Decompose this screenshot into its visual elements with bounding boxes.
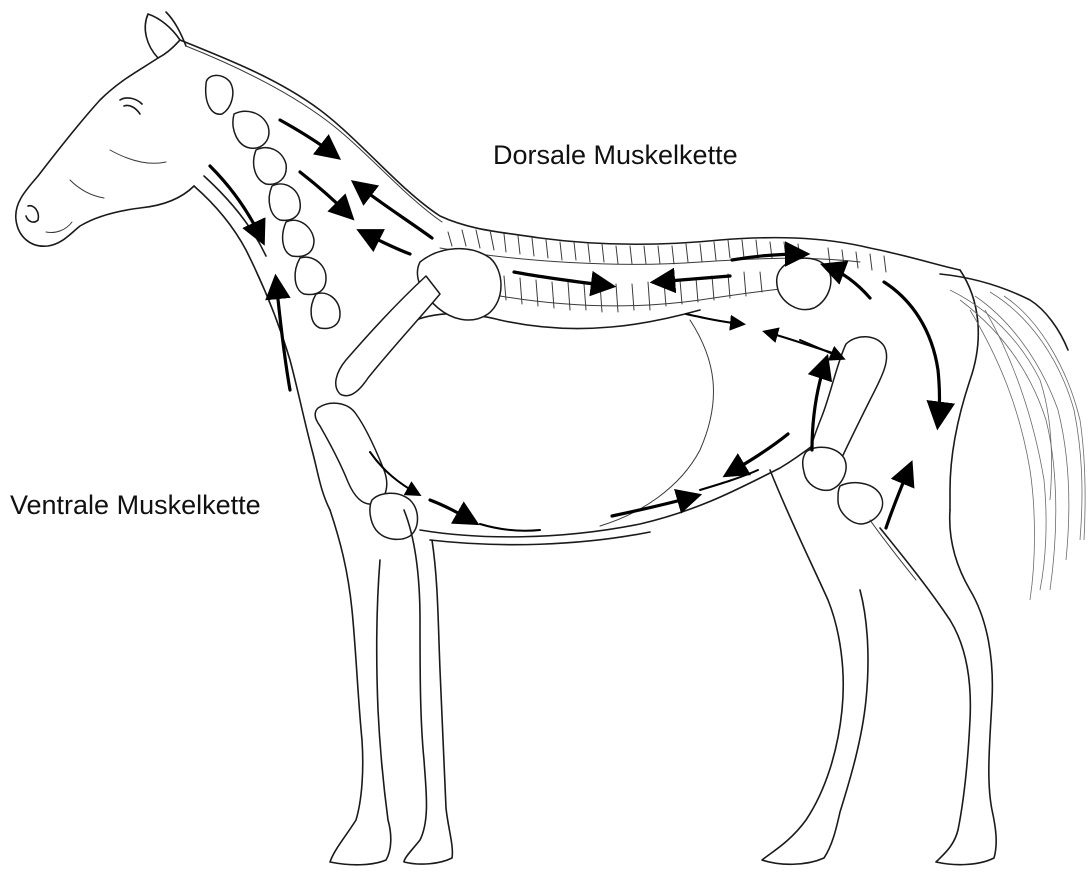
horse-front-legs bbox=[330, 510, 452, 865]
neck-vertebrae bbox=[206, 75, 340, 328]
ventral-chain-label: Ventrale Muskelkette bbox=[10, 490, 261, 521]
horse-front-outline bbox=[194, 176, 330, 510]
dorsal-chain-label: Dorsale Muskelkette bbox=[493, 140, 738, 171]
hip-bones bbox=[777, 258, 916, 580]
horse-head-outline bbox=[16, 12, 194, 246]
shoulder-bones bbox=[315, 249, 501, 540]
horse-tail bbox=[940, 274, 1085, 600]
horse-belly-outline bbox=[362, 310, 820, 545]
